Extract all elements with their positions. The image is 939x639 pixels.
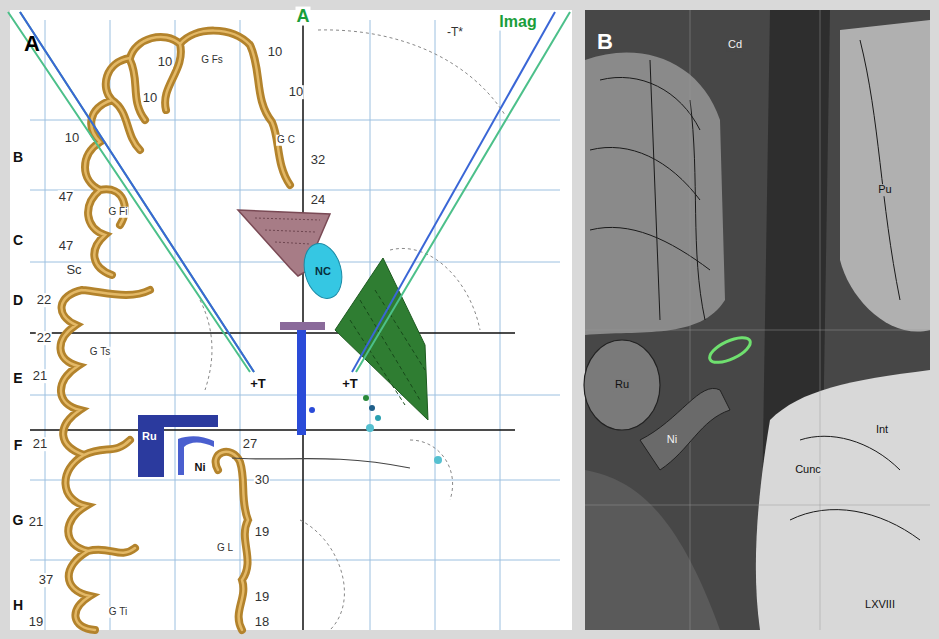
gyrus-label: G Fi <box>108 207 129 218</box>
area-number: 10 <box>157 55 173 69</box>
area-number: 32 <box>310 153 326 167</box>
area-number: 22 <box>36 331 52 345</box>
nucleus-borders <box>590 40 920 540</box>
reference-lines <box>30 20 515 630</box>
panel-letter: A <box>24 32 572 56</box>
area-number: 19 <box>254 525 270 539</box>
structure-label: NC <box>315 265 331 277</box>
marker-dot <box>434 456 442 464</box>
area-number: 10 <box>142 91 158 105</box>
nucleus-shape: NC <box>304 242 342 300</box>
gyrus-label: G C <box>276 135 296 146</box>
grid-row-letter: C <box>12 233 24 248</box>
structure-label: Cunc <box>794 464 822 476</box>
marker-dot <box>366 424 374 432</box>
marker-dot <box>363 395 369 401</box>
cortex-outline <box>60 31 290 630</box>
panel-ground <box>10 10 572 630</box>
structure-label: Cd <box>727 39 743 51</box>
area-number: 22 <box>36 293 52 307</box>
panel-letter: B <box>597 30 930 54</box>
grid-row-letter: B <box>12 150 24 165</box>
area-number: 37 <box>38 573 54 587</box>
region-hatching <box>255 218 320 244</box>
gyrus-label: G Ti <box>108 607 128 618</box>
putamen-region <box>335 258 428 420</box>
area-number: 18 <box>254 615 270 629</box>
gyrus-label: G Ts <box>89 347 111 358</box>
target-outline <box>706 333 753 368</box>
sulcus-label: Sc <box>65 263 82 277</box>
area-number: 21 <box>32 437 48 451</box>
grid-row-letter: G <box>12 513 25 528</box>
white-region <box>756 370 930 630</box>
area-number: 27 <box>242 437 258 451</box>
cortex-highlight <box>60 31 290 630</box>
area-number: 47 <box>58 190 74 204</box>
structure-label: Ru <box>614 379 630 391</box>
image-tag: Imag <box>498 14 537 31</box>
structure-label: Ni <box>666 434 678 446</box>
grid-row-letter: D <box>12 293 24 308</box>
gyrus-label: G Fs <box>200 55 224 66</box>
gyrus-label: G L <box>216 543 234 554</box>
nigra-band <box>640 388 730 470</box>
structure-label: Pu <box>877 184 892 196</box>
trajectory-line <box>352 12 555 372</box>
structure-label: Ni <box>194 462 207 474</box>
target-marker: +T <box>341 377 359 391</box>
red-nucleus <box>584 340 660 430</box>
trajectory-line <box>356 12 570 372</box>
area-number: 10 <box>64 131 80 145</box>
panel-frame: B <box>585 10 930 630</box>
target-marker: +T <box>249 377 267 391</box>
marker-dot <box>369 405 375 411</box>
area-number: 47 <box>58 239 74 253</box>
grid-row-letter: E <box>12 371 23 386</box>
area-number: 19 <box>254 590 270 604</box>
area-number: 10 <box>288 85 304 99</box>
area-number: 21 <box>28 515 44 529</box>
nucleus-fill <box>298 239 347 302</box>
optic-tract-line <box>232 458 410 468</box>
structure-label: Int <box>875 424 889 436</box>
area-number: 24 <box>310 193 326 207</box>
ventricle-bar <box>297 330 306 435</box>
commissure-bar <box>280 322 325 330</box>
grid-row-letter: F <box>13 438 24 453</box>
histology-ground <box>585 10 930 630</box>
marker-dot <box>375 415 381 421</box>
grid-row-letter: H <box>12 598 24 613</box>
lateral-region <box>840 20 930 332</box>
textured-region <box>585 470 720 630</box>
axis-letter: A <box>296 7 311 26</box>
panel-frame: A NC Ru <box>10 10 572 630</box>
nucleus-fill <box>178 436 214 475</box>
trajectory-line <box>20 12 254 372</box>
atlas-grid <box>30 20 560 630</box>
nucleus-fill <box>138 415 218 477</box>
marker-label: -T* <box>446 26 464 39</box>
area-number: 30 <box>254 473 270 487</box>
area-number: 21 <box>32 369 48 383</box>
marker-dot <box>309 407 315 413</box>
trajectory-line <box>8 12 254 372</box>
structure-label: LXVIII <box>864 599 896 611</box>
structure-label: Ru <box>142 430 218 442</box>
area-number: 10 <box>267 45 283 59</box>
area-number: 19 <box>28 615 44 629</box>
atlas-grid <box>585 10 930 630</box>
